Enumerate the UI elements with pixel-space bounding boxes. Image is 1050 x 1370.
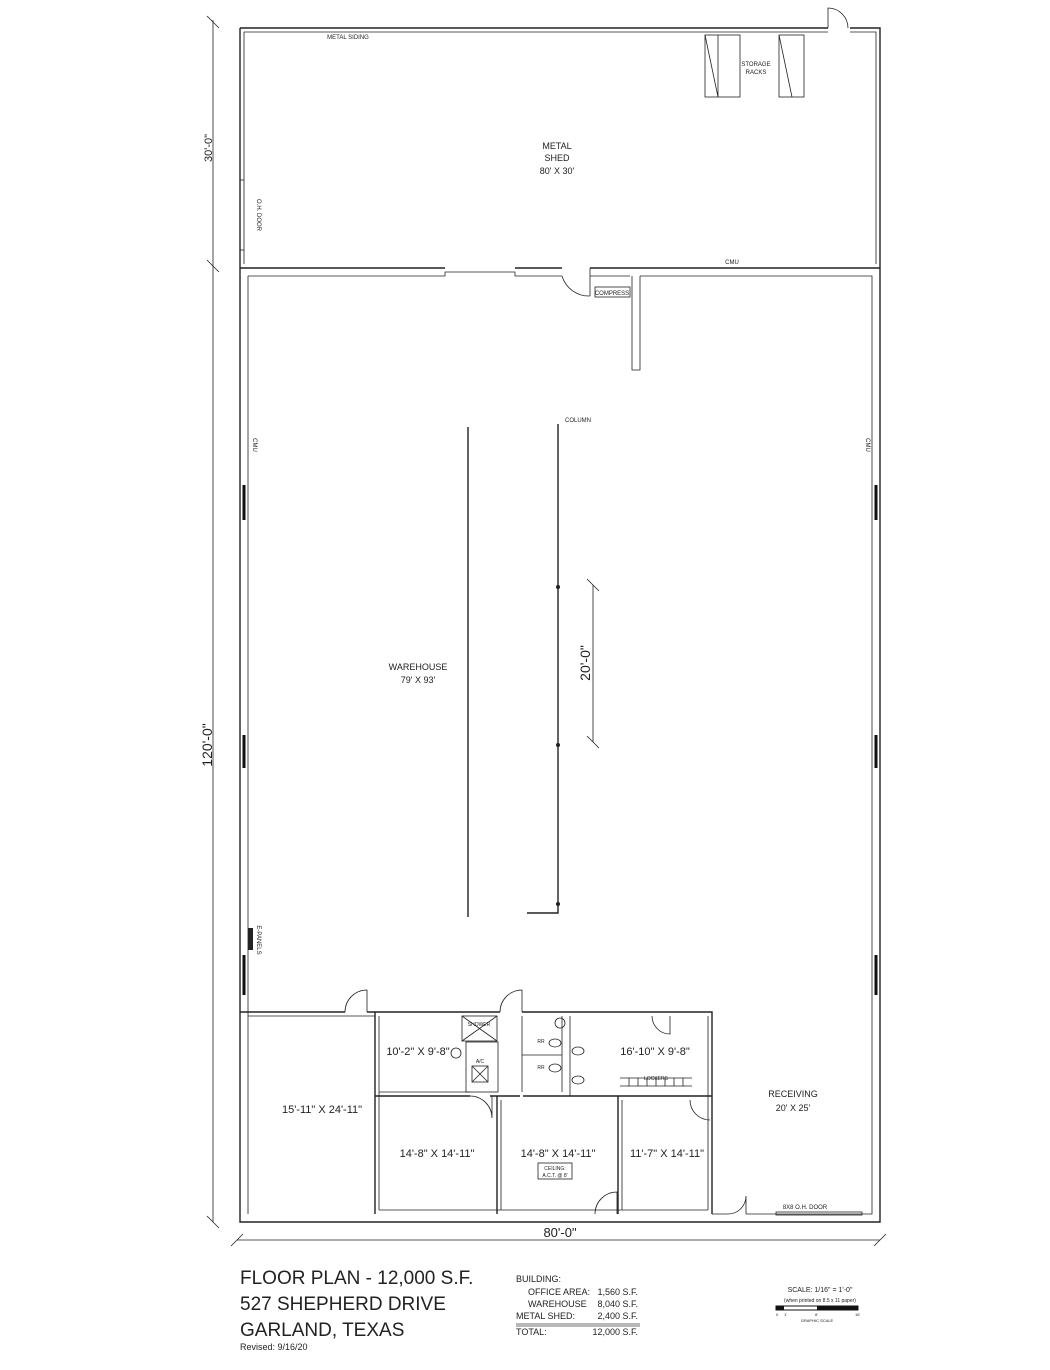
label-ac: A/C <box>476 1059 485 1065</box>
label-cmu-left: CMU <box>251 438 257 452</box>
plan-address: 527 SHEPHERD DRIVE <box>240 1294 446 1315</box>
label-cmu-right: CMU <box>864 438 870 452</box>
area-heading: BUILDING: <box>516 1274 561 1284</box>
label-warehouse-size: 79' X 93' <box>401 675 436 685</box>
room-size: 14'-8" X 14'-11" <box>521 1148 596 1160</box>
graphic-scale-label: GRAPHIC SCALE <box>801 1318 834 1323</box>
scale-tick: 0 <box>776 1312 779 1317</box>
label-storage: STORAGE <box>741 62 770 68</box>
room-size: 16'-10" X 9'-8" <box>620 1046 690 1058</box>
dim-warehouse-depth: 120'-0" <box>199 723 215 766</box>
storage-rack <box>778 34 805 98</box>
dim-column-spacing: 20'-0" <box>577 645 593 681</box>
plan-city: GARLAND, TEXAS <box>240 1320 404 1341</box>
label-metal: METAL <box>542 141 571 151</box>
room-size: 10'-2" X 9'-8" <box>386 1046 449 1058</box>
room-size: 11'-7" X 14'-11" <box>630 1148 704 1160</box>
area-total-value: 12,000 S.F. <box>592 1327 638 1337</box>
warehouse-walls <box>239 267 881 1223</box>
office-block <box>240 989 713 1215</box>
label-8x8-door: 8X8 O.H. DOOR <box>783 1205 828 1211</box>
area-value: 2,400 S.F. <box>597 1311 638 1321</box>
scale-tick: 1' <box>784 1312 787 1317</box>
scale-tick: 8' <box>815 1312 818 1317</box>
room-size: 14'-8" X 14'-11" <box>400 1148 475 1160</box>
area-label: METAL SHED: <box>516 1311 575 1321</box>
label-ceiling: CEILING: <box>544 1166 565 1172</box>
dim-width: 80'-0" <box>543 1225 577 1240</box>
label-ceiling-act: A.C.T. @ 8' <box>542 1173 567 1179</box>
label-shed-size: 80' X 30' <box>540 166 575 176</box>
title-block: FLOOR PLAN - 12,000 S.F. 527 SHEPHERD DR… <box>240 1268 473 1352</box>
columns <box>467 424 560 917</box>
overhead-door <box>239 179 245 251</box>
scale-block: SCALE: 1/16" = 1'-0" (when printed on 8.… <box>775 1287 860 1323</box>
area-value: 8,040 S.F. <box>597 1299 638 1309</box>
window-markers <box>242 485 878 995</box>
revised-date: Revised: 9/16/20 <box>240 1342 308 1352</box>
label-oh-door: O.H. DOOR <box>255 199 261 232</box>
scale-note: (when printed on 8.5 x 11 paper) <box>784 1298 856 1304</box>
label-rr: RR <box>537 1065 545 1071</box>
scale-label: SCALE: 1/16" = 1'-0" <box>788 1287 853 1294</box>
plan-title: FLOOR PLAN - 12,000 S.F. <box>240 1268 473 1289</box>
metal-shed <box>239 7 881 268</box>
area-value: 1,560 S.F. <box>597 1287 638 1297</box>
label-compress: COMPRESS <box>595 291 629 297</box>
area-label: OFFICE AREA: <box>528 1287 590 1297</box>
area-table: BUILDING: OFFICE AREA: 1,560 S.F. WAREHO… <box>516 1274 640 1337</box>
label-cmu-top: CMU <box>725 260 739 266</box>
label-e-panels: E-PANELS <box>255 925 261 954</box>
label-receiving-size: 20' X 25' <box>776 1103 811 1113</box>
plan-labels: 30'-0" 120'-0" 80'-0" 20'-0" METAL SIDIN… <box>199 35 870 1240</box>
label-metal-siding: METAL SIDING <box>327 35 369 41</box>
door-swing-icon <box>561 268 591 297</box>
room-size: 15'-11" X 24'-11" <box>282 1104 362 1116</box>
label-shed: SHED <box>544 153 570 163</box>
label-shower: SHOWER <box>468 1022 491 1028</box>
label-warehouse: WAREHOUSE <box>389 662 448 672</box>
scale-tick: 16' <box>855 1312 860 1317</box>
area-label: WAREHOUSE <box>528 1299 587 1309</box>
area-total-label: TOTAL: <box>516 1327 547 1337</box>
label-receiving: RECEIVING <box>768 1089 818 1099</box>
dim-shed-depth: 30'-0" <box>203 134 215 162</box>
label-racks: RACKS <box>746 70 767 76</box>
dimension-lines <box>206 15 887 1247</box>
storage-rack <box>704 34 741 98</box>
label-lockers: LOCKERS <box>644 1076 669 1082</box>
door-swing-icon <box>827 7 849 29</box>
label-column: COLUMN <box>565 418 591 424</box>
label-rr: RR <box>537 1039 545 1045</box>
electrical-panel <box>248 928 253 950</box>
